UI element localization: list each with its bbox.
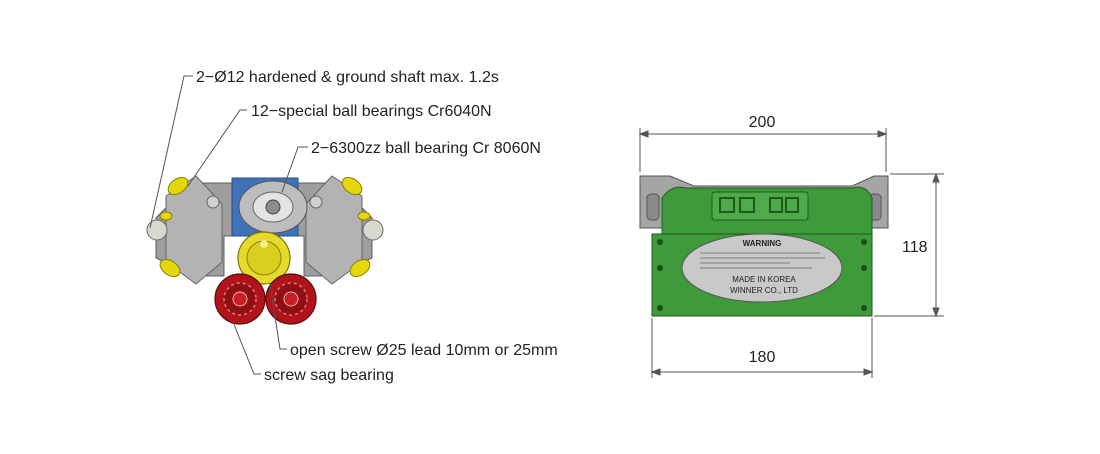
- small-roller-left: [206, 195, 220, 209]
- callout-open-screw: open screw Ø25 lead 10mm or 25mm: [290, 342, 558, 359]
- callout-6300zz-bearing: 2−6300zz ball bearing Cr 8060N: [311, 140, 541, 157]
- special-ball-bearings: [159, 176, 371, 278]
- dim-top-width: [638, 128, 888, 172]
- leader-shaft: [149, 75, 193, 229]
- open-screw-disc: [237, 231, 291, 285]
- dim-height-label: 118: [902, 239, 928, 256]
- carriage-side-view: WARNING MADE IN KOREA WINNER CO., LTD 20…: [638, 114, 944, 378]
- callout-shaft: 2−Ø12 hardened & ground shaft max. 1.2s: [196, 69, 499, 86]
- callout-sag-bearing: screw sag bearing: [264, 367, 394, 384]
- leader-6300zz: [281, 146, 308, 193]
- dim-height: [874, 172, 944, 318]
- small-roller-right: [309, 195, 323, 209]
- plate-heading: WARNING: [743, 239, 782, 248]
- screw-sag-bearing-left: [214, 273, 266, 325]
- ball-bearing-6300zz: [238, 180, 308, 234]
- plate-fine-print: [700, 252, 825, 269]
- leader-special-bearings: [187, 109, 247, 187]
- logo-icon: [719, 197, 799, 213]
- dim-bottom-width-label: 180: [749, 349, 776, 366]
- plate-line1: MADE IN KOREA: [732, 275, 796, 284]
- leader-open-screw: [269, 283, 287, 350]
- mounting-holes: [657, 239, 867, 311]
- screw-sag-bearing-right: [265, 273, 317, 325]
- shaft-right: [362, 219, 384, 241]
- callout-special-bearings: 12−special ball bearings Cr6040N: [251, 103, 492, 120]
- logo-box: [711, 191, 809, 221]
- carriage-front-view: 2−Ø12 hardened & ground shaft max. 1.2s …: [146, 69, 558, 384]
- plate-line2: WINNER CO., LTD: [730, 286, 798, 295]
- dim-top-width-label: 200: [749, 114, 776, 131]
- dim-bottom-width: [650, 318, 874, 378]
- shaft-left: [146, 219, 168, 241]
- leader-sag-bearing: [232, 321, 261, 375]
